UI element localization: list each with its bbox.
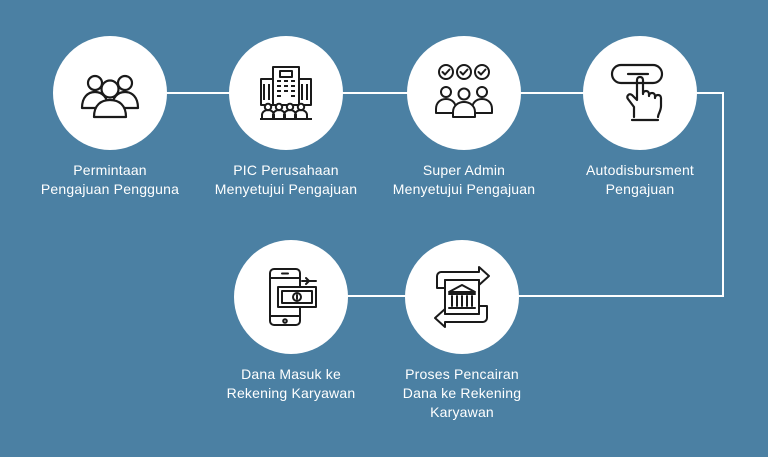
step-label: Permintaan Pengajuan Pengguna — [40, 162, 180, 197]
step-2: PIC Perusahaan Menyetujui Pengajuan — [196, 36, 376, 199]
step-label: Autodisbursment Pengajuan — [585, 162, 695, 197]
phone-money-icon — [269, 268, 317, 326]
step-circle — [407, 36, 521, 150]
step-label: Super Admin Menyetujui Pengajuan — [392, 162, 536, 197]
step-4: Autodisbursment Pengajuan — [550, 36, 730, 199]
users-group-icon — [80, 74, 140, 119]
bank-transfer-icon — [434, 266, 490, 328]
step-circle — [53, 36, 167, 150]
step-circle — [234, 240, 348, 354]
step-circle — [229, 36, 343, 150]
step-6: Dana Masuk ke Rekening Karyawan — [201, 240, 381, 403]
step-label: Proses Pencairan Dana ke Rekening Karyaw… — [402, 366, 522, 420]
step-5: Proses Pencairan Dana ke Rekening Karyaw… — [372, 240, 552, 422]
step-circle — [405, 240, 519, 354]
step-3: Super Admin Menyetujui Pengajuan — [374, 36, 554, 199]
approval-team-icon — [435, 64, 493, 118]
step-circle — [583, 36, 697, 150]
step-label: PIC Perusahaan Menyetujui Pengajuan — [214, 162, 358, 197]
step-1: Permintaan Pengajuan Pengguna — [20, 36, 200, 199]
office-building-icon — [260, 66, 312, 120]
step-label: Dana Masuk ke Rekening Karyawan — [226, 366, 356, 401]
hand-tap-button-icon — [610, 63, 664, 122]
